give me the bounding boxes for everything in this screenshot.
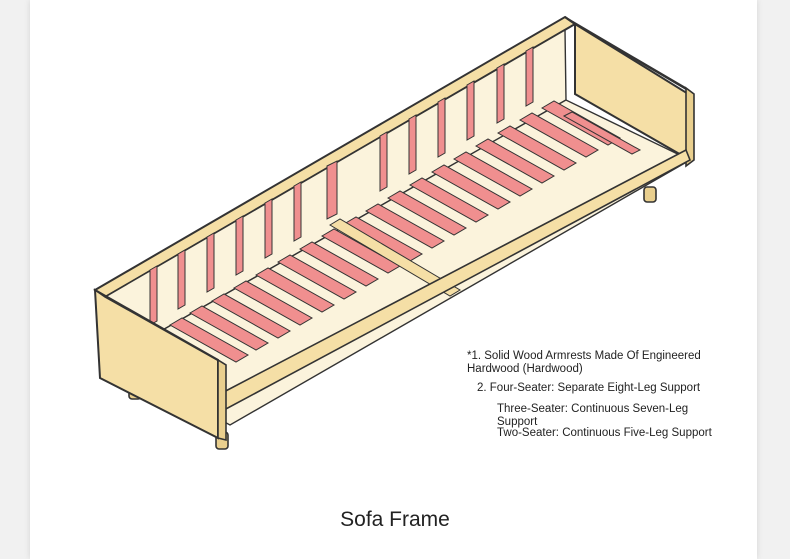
note-two-seater: Two-Seater: Continuous Five-Leg Support — [497, 427, 712, 439]
back-slats — [149, 46, 534, 326]
note-three-seater: Three-Seater: Continuous Seven-Leg Suppo… — [497, 403, 689, 428]
left-armrest-side — [217, 358, 227, 442]
feature-notes: *1. Solid Wood Armrests Made Of Engineer… — [467, 350, 727, 440]
caption-title: Sofa Frame — [340, 508, 450, 531]
leg-back-right — [643, 186, 657, 203]
seat-slats — [168, 100, 642, 363]
note-four-seater: 2. Four-Seater: Separate Eight-Leg Suppo… — [477, 382, 701, 394]
right-armrest-side — [685, 86, 695, 168]
center-rail — [329, 218, 461, 297]
note-armrests: *1. Solid Wood Armrests Made Of Engineer… — [467, 350, 701, 375]
